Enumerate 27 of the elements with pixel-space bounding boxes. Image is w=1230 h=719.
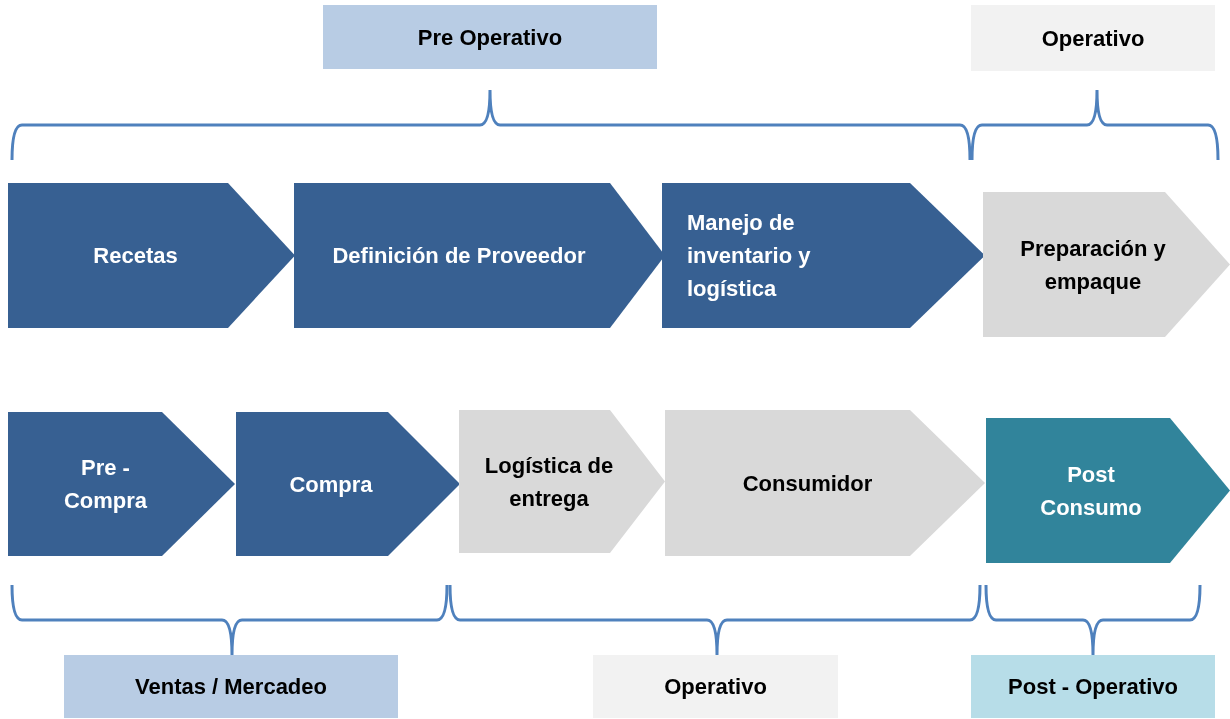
process-step [8, 412, 235, 556]
phase-label: Pre Operativo [417, 23, 563, 52]
phase-label: Operativo [1041, 24, 1145, 53]
header-box [323, 5, 657, 69]
process-step [662, 183, 985, 328]
process-step [986, 418, 1230, 563]
process-step [8, 183, 295, 328]
process-step [665, 410, 985, 556]
step-label: Compra [289, 470, 373, 499]
step-label: Recetas [93, 242, 178, 270]
phase-label: Ventas / Mercadeo [135, 673, 327, 701]
process-step [459, 410, 665, 553]
step-label: Logística de entrega [483, 451, 615, 513]
header-box [593, 655, 838, 718]
process-step [294, 183, 665, 328]
phase-label: Operativo [664, 673, 767, 701]
step-label: Consumidor [742, 469, 873, 498]
process-step [983, 192, 1230, 337]
step-label: Manejo de inventario y logística [687, 209, 812, 303]
process-step [236, 412, 460, 556]
step-label: Definición de Proveedor [332, 242, 586, 270]
header-box [64, 655, 398, 718]
step-label: Pre - Compra [62, 454, 149, 515]
phase-label: Post - Operativo [1008, 673, 1178, 701]
header-box [971, 655, 1215, 718]
step-label: Preparación y empaque [1019, 234, 1167, 296]
step-label: Post Consumo [1039, 460, 1143, 522]
